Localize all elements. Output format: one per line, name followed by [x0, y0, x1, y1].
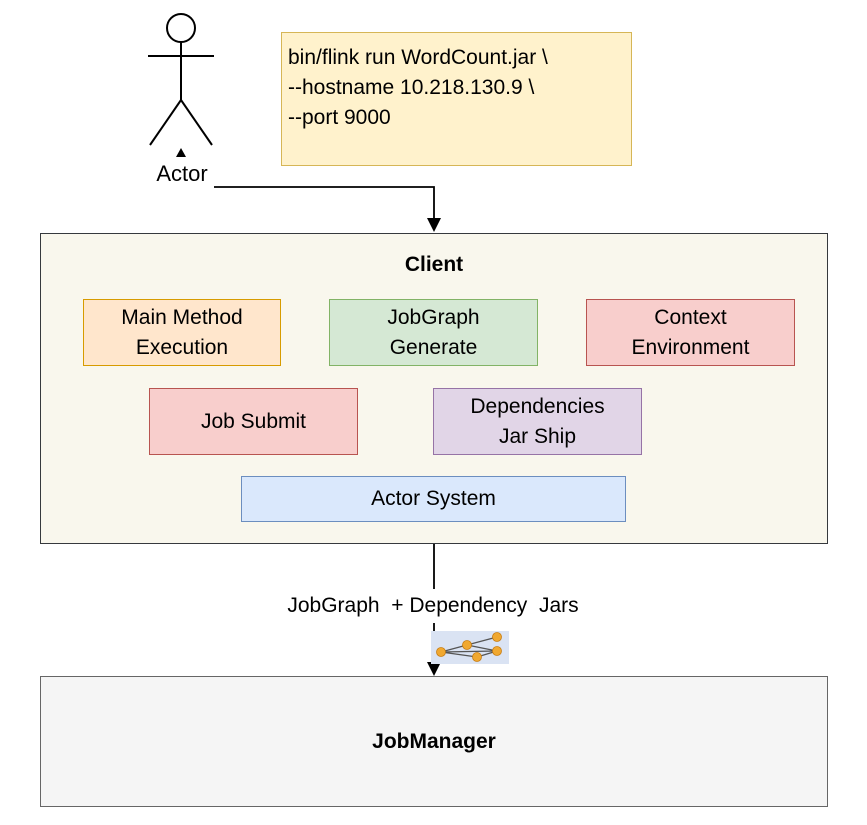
block-label-line: Execution [135, 335, 229, 359]
block-label-line: Actor System [371, 487, 496, 510]
actor-label: Actor [156, 161, 208, 186]
actor-anchor-marker [176, 148, 186, 157]
client-title: Client [404, 253, 464, 276]
graph-network-icon [431, 631, 509, 664]
main-method-execution-block: Main Method Execution [83, 299, 281, 366]
flow-label: JobGraph + Dependency Jars [238, 589, 628, 623]
stick-figure-icon [148, 13, 214, 146]
context-environment-block: Context Environment [586, 299, 795, 366]
actor-to-client-arrowhead [427, 218, 441, 232]
jobgraph-generate-block: JobGraph Generate [329, 299, 538, 366]
actor-system-block: Actor System [241, 476, 626, 522]
client-to-jobmanager-arrowhead [427, 662, 441, 676]
block-label-line: Main Method [121, 305, 243, 329]
dependencies-jar-ship-block: Dependencies Jar Ship [433, 388, 642, 455]
block-label-line: Job Submit [200, 409, 307, 433]
command-line: bin/flink run WordCount.jar \ [288, 46, 548, 69]
job-submit-block: Job Submit [149, 388, 358, 455]
command-box: bin/flink run WordCount.jar \ --hostname… [281, 32, 632, 166]
block-label-line: Generate [389, 335, 478, 359]
block-label-line: Environment [631, 335, 750, 359]
actor-to-client-connector [214, 186, 435, 222]
jobmanager-block: JobManager [40, 676, 828, 807]
block-label-line: Context [654, 305, 727, 329]
command-line: --hostname 10.218.130.9 \ [288, 76, 535, 99]
block-label-line: JobGraph [387, 305, 480, 329]
block-label-line: Dependencies [470, 394, 605, 418]
command-line: --port 9000 [288, 106, 391, 129]
block-label-line: Jar Ship [498, 424, 577, 448]
